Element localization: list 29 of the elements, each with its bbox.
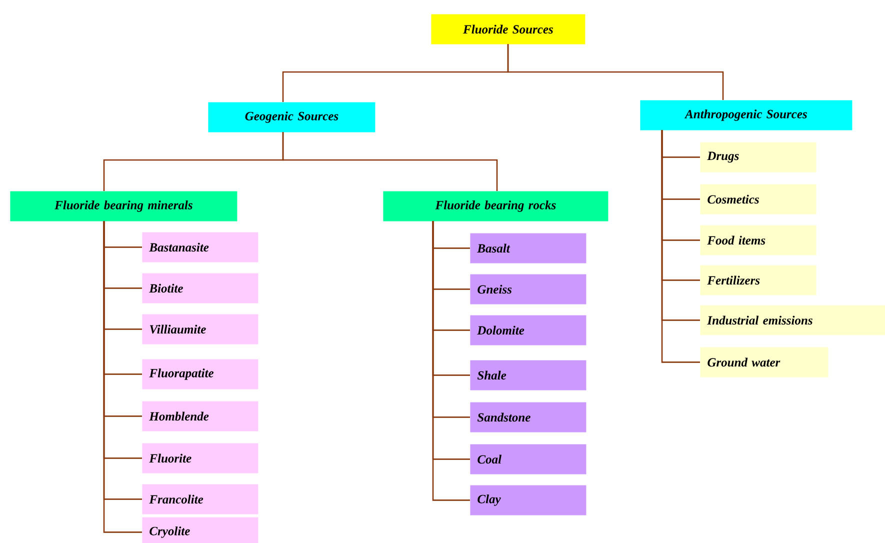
connector-line	[661, 130, 700, 363]
item-box: Gneiss	[470, 274, 586, 304]
item-box: Fluorite	[142, 443, 258, 474]
item-box: Clay	[470, 485, 586, 516]
item-box: Industrial emissions	[700, 305, 885, 336]
item-box: Fertilizers	[700, 265, 816, 296]
item-box: Fluorapatite	[142, 359, 258, 390]
root-box: Fluoride Sources	[431, 14, 586, 44]
item-box: Basalt	[470, 233, 586, 264]
item-box: Shale	[470, 360, 586, 390]
item-box: Coal	[470, 444, 586, 474]
item-box: Villiaumite	[142, 314, 258, 344]
item-box: Homblende	[142, 401, 258, 432]
item-box: Cryolite	[142, 517, 258, 543]
item-box: Ground water	[700, 347, 828, 378]
category-box: Fluoride bearing minerals	[10, 191, 238, 222]
item-box: Food items	[700, 225, 816, 256]
item-box: Cosmetics	[700, 184, 816, 214]
category-box: Anthropogenic Sources	[640, 100, 852, 130]
item-box: Dolomite	[470, 315, 586, 346]
connector-line	[507, 44, 724, 100]
item-box: Bastanasite	[142, 232, 258, 262]
item-box: Sandstone	[470, 402, 586, 432]
category-box: Geogenic Sources	[208, 102, 376, 132]
connector-line	[282, 132, 498, 191]
item-box: Biotite	[142, 273, 258, 304]
item-box: Francolite	[142, 484, 258, 514]
item-box: Drugs	[700, 142, 816, 172]
category-box: Fluoride bearing rocks	[383, 191, 608, 222]
